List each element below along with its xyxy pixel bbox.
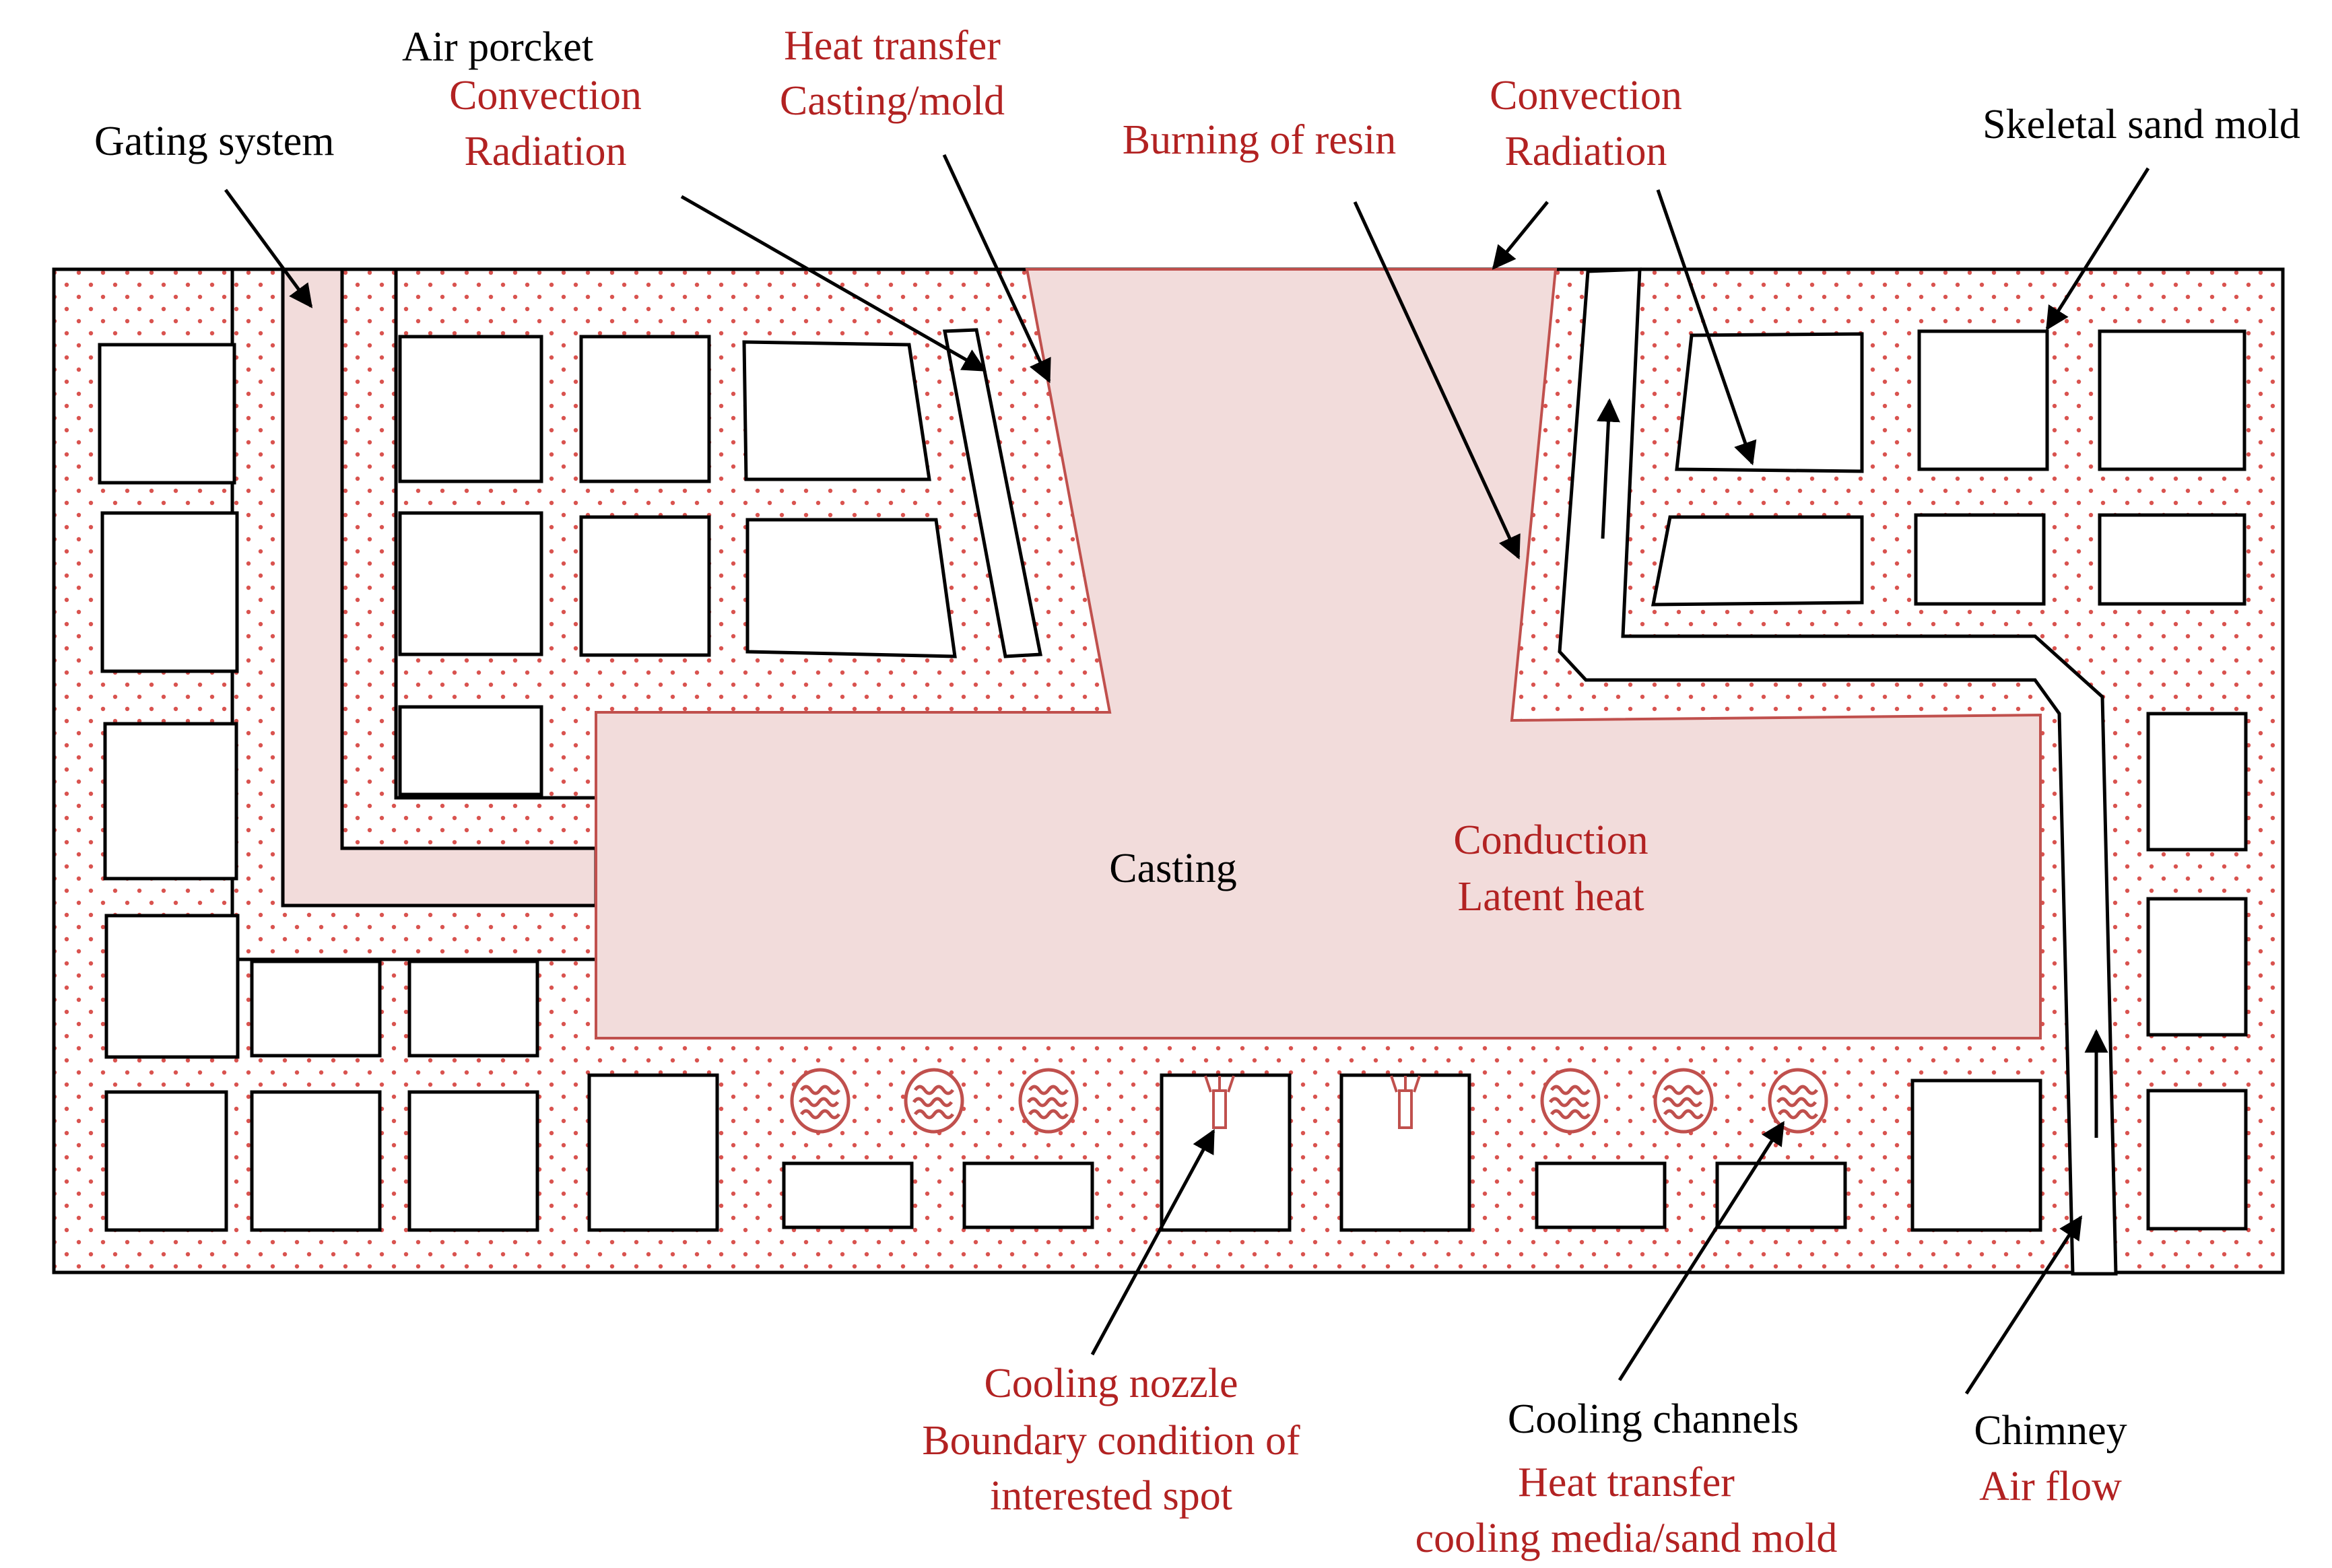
label-heat-transfer-bottom: Heat transfer xyxy=(1518,1460,1735,1505)
label-air-pocket: Air porcket xyxy=(402,24,593,70)
nozzle-icon xyxy=(1204,1075,1421,1129)
label-air-flow: Air flow xyxy=(1979,1464,2122,1509)
label-convection-right: Convection xyxy=(1490,73,1682,118)
label-radiation-left: Radiation xyxy=(464,129,626,174)
label-casting-mold: Casting/mold xyxy=(780,78,1005,124)
label-convection-left: Convection xyxy=(449,73,642,118)
air-pocket-vent xyxy=(943,328,1043,658)
label-heat-transfer-top: Heat transfer xyxy=(784,23,1001,69)
label-cooling-nozzle: Cooling nozzle xyxy=(984,1361,1238,1406)
label-casting: Casting xyxy=(1109,846,1236,891)
label-interested-spot: interested spot xyxy=(990,1473,1232,1519)
mold-cells xyxy=(98,329,2248,1232)
label-boundary-condition: Boundary condition of xyxy=(922,1418,1300,1464)
label-skeletal-sand-mold: Skeletal sand mold xyxy=(1983,102,2300,147)
chimney-channel xyxy=(1558,267,2118,1276)
label-gating-system: Gating system xyxy=(94,118,334,164)
label-radiation-right: Radiation xyxy=(1504,129,1667,174)
label-cooling-channels: Cooling channels xyxy=(1508,1396,1799,1442)
diagram-labels: Gating system Air porcket Convection Rad… xyxy=(94,23,2300,1561)
label-cooling-media: cooling media/sand mold xyxy=(1415,1515,1838,1561)
label-latent-heat: Latent heat xyxy=(1457,874,1644,920)
label-chimney: Chimney xyxy=(1974,1408,2127,1454)
casting-shape xyxy=(595,268,2042,1039)
arrow-icon xyxy=(224,154,2150,1395)
label-conduction: Conduction xyxy=(1453,817,1648,863)
wavy-circle-icon xyxy=(790,1068,1828,1134)
label-burning-of-resin: Burning of resin xyxy=(1123,117,1396,163)
